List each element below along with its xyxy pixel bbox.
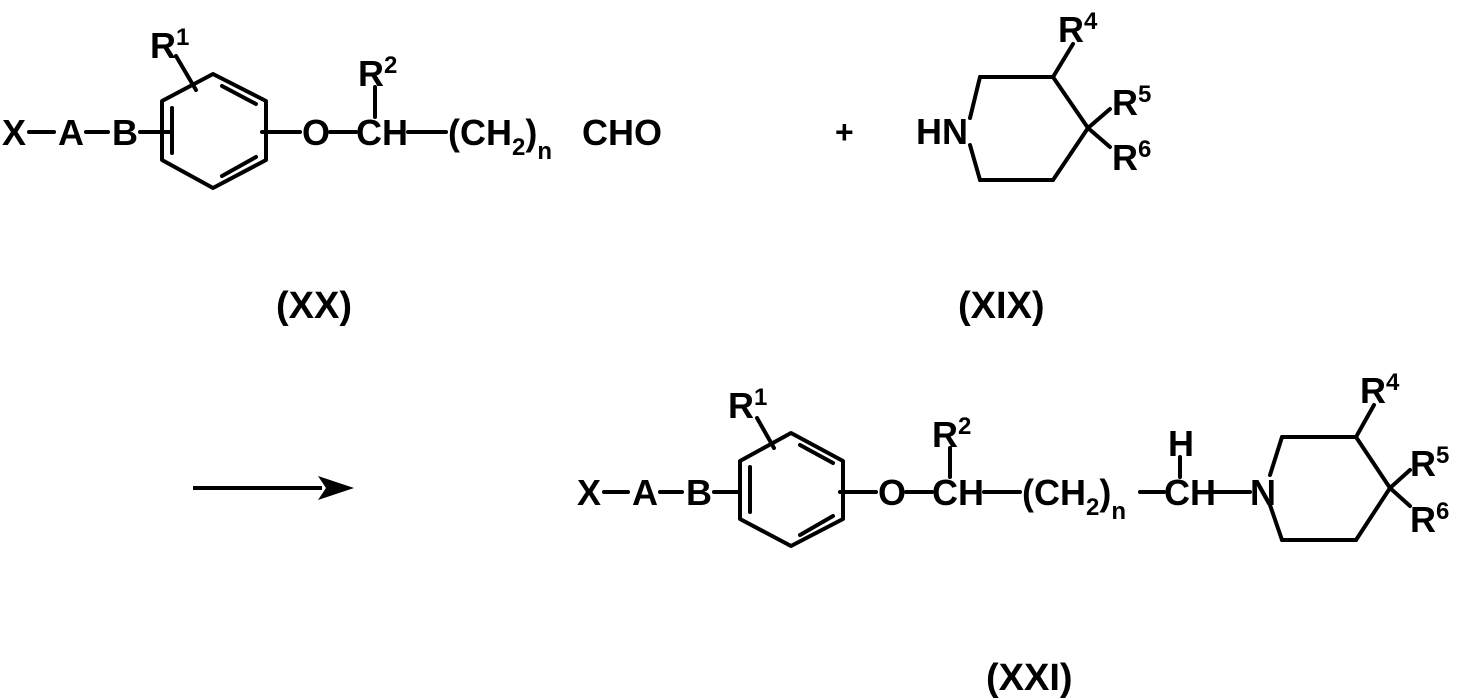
xix-hn-label: HN xyxy=(916,111,968,152)
xix-r5-label: R5 xyxy=(1112,81,1151,123)
xxi-ch2n-group: (CH2)n xyxy=(1022,472,1126,525)
xix-bonds xyxy=(970,44,1110,180)
xix-r6-label: R6 xyxy=(1112,136,1151,178)
xx-r1-label: R1 xyxy=(150,24,189,66)
reaction-arrow xyxy=(193,476,354,500)
xxi-compound-label: (XXI) xyxy=(986,657,1073,699)
product-xxi: X A B R1 O R2 CH (CH2)n H CH N R4 R5 R6 … xyxy=(577,369,1449,699)
xx-ch2n-group: (CH2)n xyxy=(448,112,552,165)
xxi-h-label: H xyxy=(1168,423,1194,464)
xx-x-label: X xyxy=(2,112,26,153)
xxi-r2-label: R2 xyxy=(932,413,971,455)
xxi-bonds xyxy=(604,405,1410,546)
xxi-n-label: N xyxy=(1250,472,1276,513)
xxi-ch-label: CH xyxy=(932,472,984,513)
xx-compound-label: (XX) xyxy=(276,285,352,327)
xix-compound-label: (XIX) xyxy=(958,285,1045,327)
xxi-b-label: B xyxy=(686,472,712,513)
xx-o-label: O xyxy=(302,112,330,153)
xxi-a-label: A xyxy=(632,472,658,513)
xx-cho-label: CHO xyxy=(582,112,662,153)
xx-b-label: B xyxy=(112,112,138,153)
xxi-r6-label: R6 xyxy=(1410,498,1449,540)
xix-r4-label: R4 xyxy=(1058,8,1098,50)
reactant-xx: X A B R1 O R2 CH (CH2)n CHO (XX) xyxy=(2,24,662,327)
xx-r2-label: R2 xyxy=(358,52,397,94)
xxi-r5-label: R5 xyxy=(1410,442,1449,484)
xxi-ch-amine-label: CH xyxy=(1164,472,1216,513)
xxi-r4-label: R4 xyxy=(1360,369,1400,411)
xx-ch-label: CH xyxy=(356,112,408,153)
xxi-r1-label: R1 xyxy=(728,384,767,426)
xxi-x-label: X xyxy=(577,472,601,513)
reactant-xix: HN R4 R5 R6 (XIX) xyxy=(916,8,1151,327)
xx-a-label: A xyxy=(58,112,84,153)
xxi-o-label: O xyxy=(878,472,906,513)
plus-sign: + xyxy=(835,114,854,150)
